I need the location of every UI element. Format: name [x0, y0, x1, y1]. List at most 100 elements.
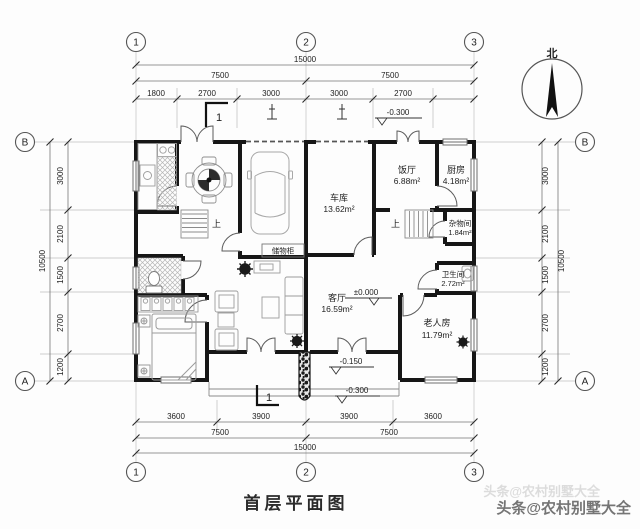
drawing-title: 首层平面图 — [244, 493, 349, 513]
dining-table-icon — [185, 156, 233, 204]
dim-left-d4: 1200 — [56, 358, 65, 376]
grid-label-A-left: A — [22, 377, 29, 388]
level-main: ±0.000 — [354, 288, 379, 297]
garage-area: 13.62m² — [323, 204, 354, 214]
dim-extension-lines — [40, 88, 570, 430]
tv-icon — [259, 263, 274, 271]
cabinet-label: 储物柜 — [272, 246, 295, 256]
watermark: 头条@农村别墅大全 — [496, 499, 632, 517]
grid-label-B-left: B — [22, 138, 29, 149]
sofa-set-icon — [214, 260, 304, 351]
entry-door-top-left — [180, 125, 214, 143]
dim-left-total: 10500 — [38, 249, 47, 272]
tv-cabinet-icon — [253, 260, 281, 274]
dim-top-total: 15000 — [294, 55, 317, 64]
bed-icon — [137, 313, 197, 381]
grid-label-3-bottom: 3 — [471, 468, 477, 479]
elder-room-door — [402, 294, 425, 317]
elder-room-area: 11.79m² — [422, 330, 453, 340]
utility-door — [428, 220, 446, 238]
north-compass: 北 — [521, 46, 583, 120]
plant-icon-2 — [290, 334, 304, 348]
level-porch: -0.150 — [340, 357, 363, 366]
entry-door-top-right — [396, 130, 420, 143]
dim-right-d1: 2100 — [541, 225, 550, 243]
entry-door-south-right — [337, 337, 367, 353]
elder-room-label: 老人房 — [423, 317, 450, 328]
dimension-ticks — [46, 61, 562, 457]
wardrobe-icon — [137, 295, 199, 313]
compass-circle — [521, 58, 583, 120]
utility-area: 1.84m² — [448, 228, 472, 237]
dim-bot-d1: 3900 — [252, 412, 270, 421]
north-needle-icon — [546, 63, 558, 117]
grid-label-B-right: B — [582, 138, 589, 149]
room-labels: 车库 13.62m² 饭厅 6.88m² 厨房 4.18m² 杂物间 1.84m… — [272, 164, 472, 340]
section-label-top: 1 — [216, 112, 222, 124]
level-ground-top: -0.300 — [387, 108, 410, 117]
dim-bot-half-right: 7500 — [380, 428, 398, 437]
grid-bubble-labels: 1 2 3 1 2 3 B A B A — [22, 38, 589, 479]
toilet-icon — [145, 271, 163, 294]
grid-label-1-top: 1 — [133, 38, 139, 49]
living-area: 16.59m² — [321, 304, 352, 314]
grid-bubbles — [14, 31, 596, 483]
dim-bot-half-left: 7500 — [211, 428, 229, 437]
dim-top-d2: 3000 — [262, 89, 280, 98]
ground-markers — [267, 104, 347, 120]
grid-label-1-bottom: 1 — [133, 468, 139, 479]
dim-bot-d0: 3600 — [167, 412, 185, 421]
stairs-right — [404, 209, 434, 239]
bath-label: 卫生间 — [442, 269, 465, 279]
entry-door-south-left — [246, 337, 276, 353]
grid-label-3-top: 3 — [471, 38, 477, 49]
dim-bot-d3: 3600 — [424, 412, 442, 421]
basin-icon — [461, 265, 474, 282]
bedroom-door — [184, 299, 208, 323]
section-label-bottom: 1 — [266, 392, 272, 404]
grid-label-2-bottom: 2 — [303, 468, 309, 479]
dim-right-total: 10500 — [557, 249, 566, 272]
dining-area: 6.88m² — [394, 176, 421, 186]
kitchen-tile-floor — [157, 156, 177, 211]
dimension-texts: 15000 7500 7500 1800 2700 3000 3000 2700… — [38, 55, 566, 452]
kitchen-label: 厨房 — [447, 164, 465, 175]
dimension-lines — [49, 64, 559, 454]
dim-top-half-right: 7500 — [381, 71, 399, 80]
car-icon — [247, 151, 293, 235]
living-label: 客厅 — [328, 292, 346, 303]
plant-icon-3 — [456, 335, 470, 349]
outer-walls — [134, 140, 476, 382]
garage-right-door — [353, 236, 373, 256]
dim-top-d4: 2700 — [394, 89, 412, 98]
section-markers — [204, 101, 279, 407]
kitchen-area: 4.18m² — [443, 176, 470, 186]
stairs-left — [180, 209, 209, 239]
dim-top-d1: 2700 — [198, 89, 216, 98]
dim-bot-total: 15000 — [294, 443, 317, 452]
level-ground: -0.300 — [346, 386, 369, 395]
stairs-up-label-left: 上 — [212, 219, 221, 229]
dim-right-d3: 2700 — [541, 314, 550, 332]
dim-left-d1: 2100 — [56, 225, 65, 243]
garage-left-door — [221, 232, 241, 252]
dim-top-d3: 3000 — [330, 89, 348, 98]
kitchen-counter — [137, 143, 177, 210]
grid-label-A-right: A — [582, 377, 589, 388]
dim-left-d2: 1500 — [56, 266, 65, 284]
stairs-up-label-right: 上 — [391, 219, 400, 229]
watermark-ghost: 头条@农村别墅大全 — [483, 484, 601, 499]
bath-area: 2.72m² — [441, 279, 465, 288]
dim-right-d4: 1200 — [541, 358, 550, 376]
dim-right-d2: 1500 — [541, 266, 550, 284]
storage-cabinet — [261, 243, 305, 258]
north-label: 北 — [547, 46, 558, 60]
garage-label: 车库 — [330, 192, 348, 203]
dim-left-d0: 3000 — [56, 167, 65, 185]
utility-label: 杂物间 — [449, 218, 472, 228]
grid-label-2-top: 2 — [303, 38, 309, 49]
dim-bot-d2: 3900 — [340, 412, 358, 421]
bath-right-door — [417, 269, 438, 290]
